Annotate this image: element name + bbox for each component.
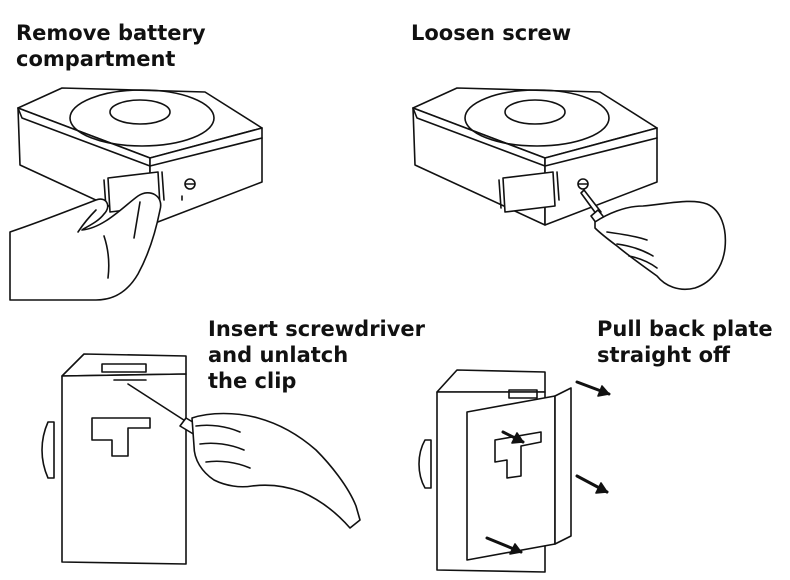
step-caption: Remove battery compartment: [16, 20, 206, 72]
step-remove-battery: Remove battery compartment: [0, 0, 395, 301]
hand-icon: [9, 192, 162, 301]
caption-line: the clip: [208, 369, 297, 393]
step-caption: Insert screwdriver and unlatch the clip: [208, 316, 425, 394]
caption-line: straight off: [597, 343, 731, 367]
step-caption: Loosen screw: [411, 20, 571, 46]
arrow-icon: [485, 380, 611, 555]
caption-line: and unlatch: [208, 343, 349, 367]
thermostat-body-icon: [412, 87, 658, 226]
thermostat-body-icon: [41, 353, 187, 565]
caption-line: Insert screwdriver: [208, 317, 426, 341]
caption-line: Remove battery: [16, 21, 206, 45]
step-caption: Pull back plate straight off: [597, 316, 773, 368]
caption-line: compartment: [16, 47, 176, 71]
caption-line: Loosen screw: [411, 21, 572, 45]
hand-icon: [191, 412, 361, 529]
hand-icon: [594, 200, 727, 291]
step-pull-back-plate: Pull back plate straight off: [395, 300, 790, 580]
step-insert-screwdriver: Insert screwdriver and unlatch the clip: [0, 300, 425, 580]
step-loosen-screw: Loosen screw: [395, 0, 790, 300]
caption-line: Pull back plate: [597, 317, 773, 341]
